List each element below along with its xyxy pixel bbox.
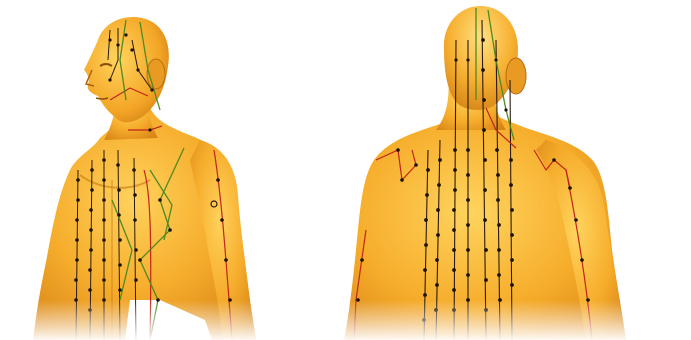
front-bottom-fade — [0, 300, 345, 340]
back-torso-figure — [336, 0, 691, 340]
back-head-shape — [444, 6, 518, 110]
front-torso-svg — [0, 0, 345, 340]
front-torso-figure — [0, 0, 345, 340]
back-bottom-fade — [336, 300, 691, 340]
back-ear-shape — [506, 58, 526, 94]
back-torso-svg — [336, 0, 691, 340]
